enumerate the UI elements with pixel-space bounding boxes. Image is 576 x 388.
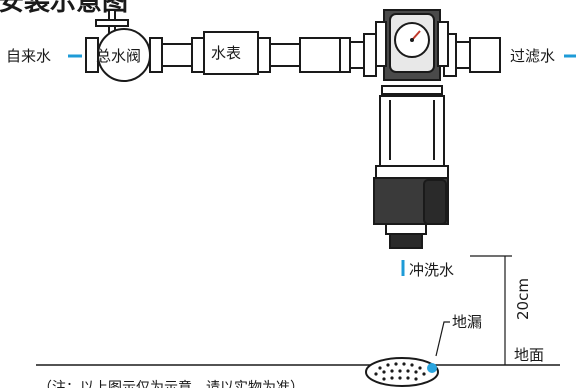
filter-housing — [379, 85, 445, 167]
left-union — [339, 33, 377, 77]
water-meter-label: 水表 — [211, 44, 241, 62]
flush-water-label: 冲洗水 — [409, 261, 454, 279]
distance-label: 20cm — [514, 278, 532, 320]
floor-drain-leader — [435, 321, 450, 357]
floor-drain-label: 地漏 — [452, 313, 482, 331]
main-pipe — [85, 37, 341, 73]
filter-bottom — [373, 165, 449, 249]
pressure-gauge — [389, 13, 435, 73]
right-union — [443, 33, 501, 77]
diagram-note: （注：以上图示仅为示意，请以实物为准） — [38, 379, 304, 388]
outlet-label: 过滤水 — [510, 47, 555, 65]
main-valve-label: 总水阀 — [96, 47, 141, 65]
distance-dimension — [470, 255, 512, 365]
main-valve — [95, 9, 151, 82]
floor-drain — [365, 357, 439, 387]
ground-label: 地面 — [514, 346, 544, 364]
diagram-title: 安装示意图 — [0, 0, 128, 17]
inlet-label: 自来水 — [6, 47, 51, 65]
water-meter — [203, 31, 259, 75]
